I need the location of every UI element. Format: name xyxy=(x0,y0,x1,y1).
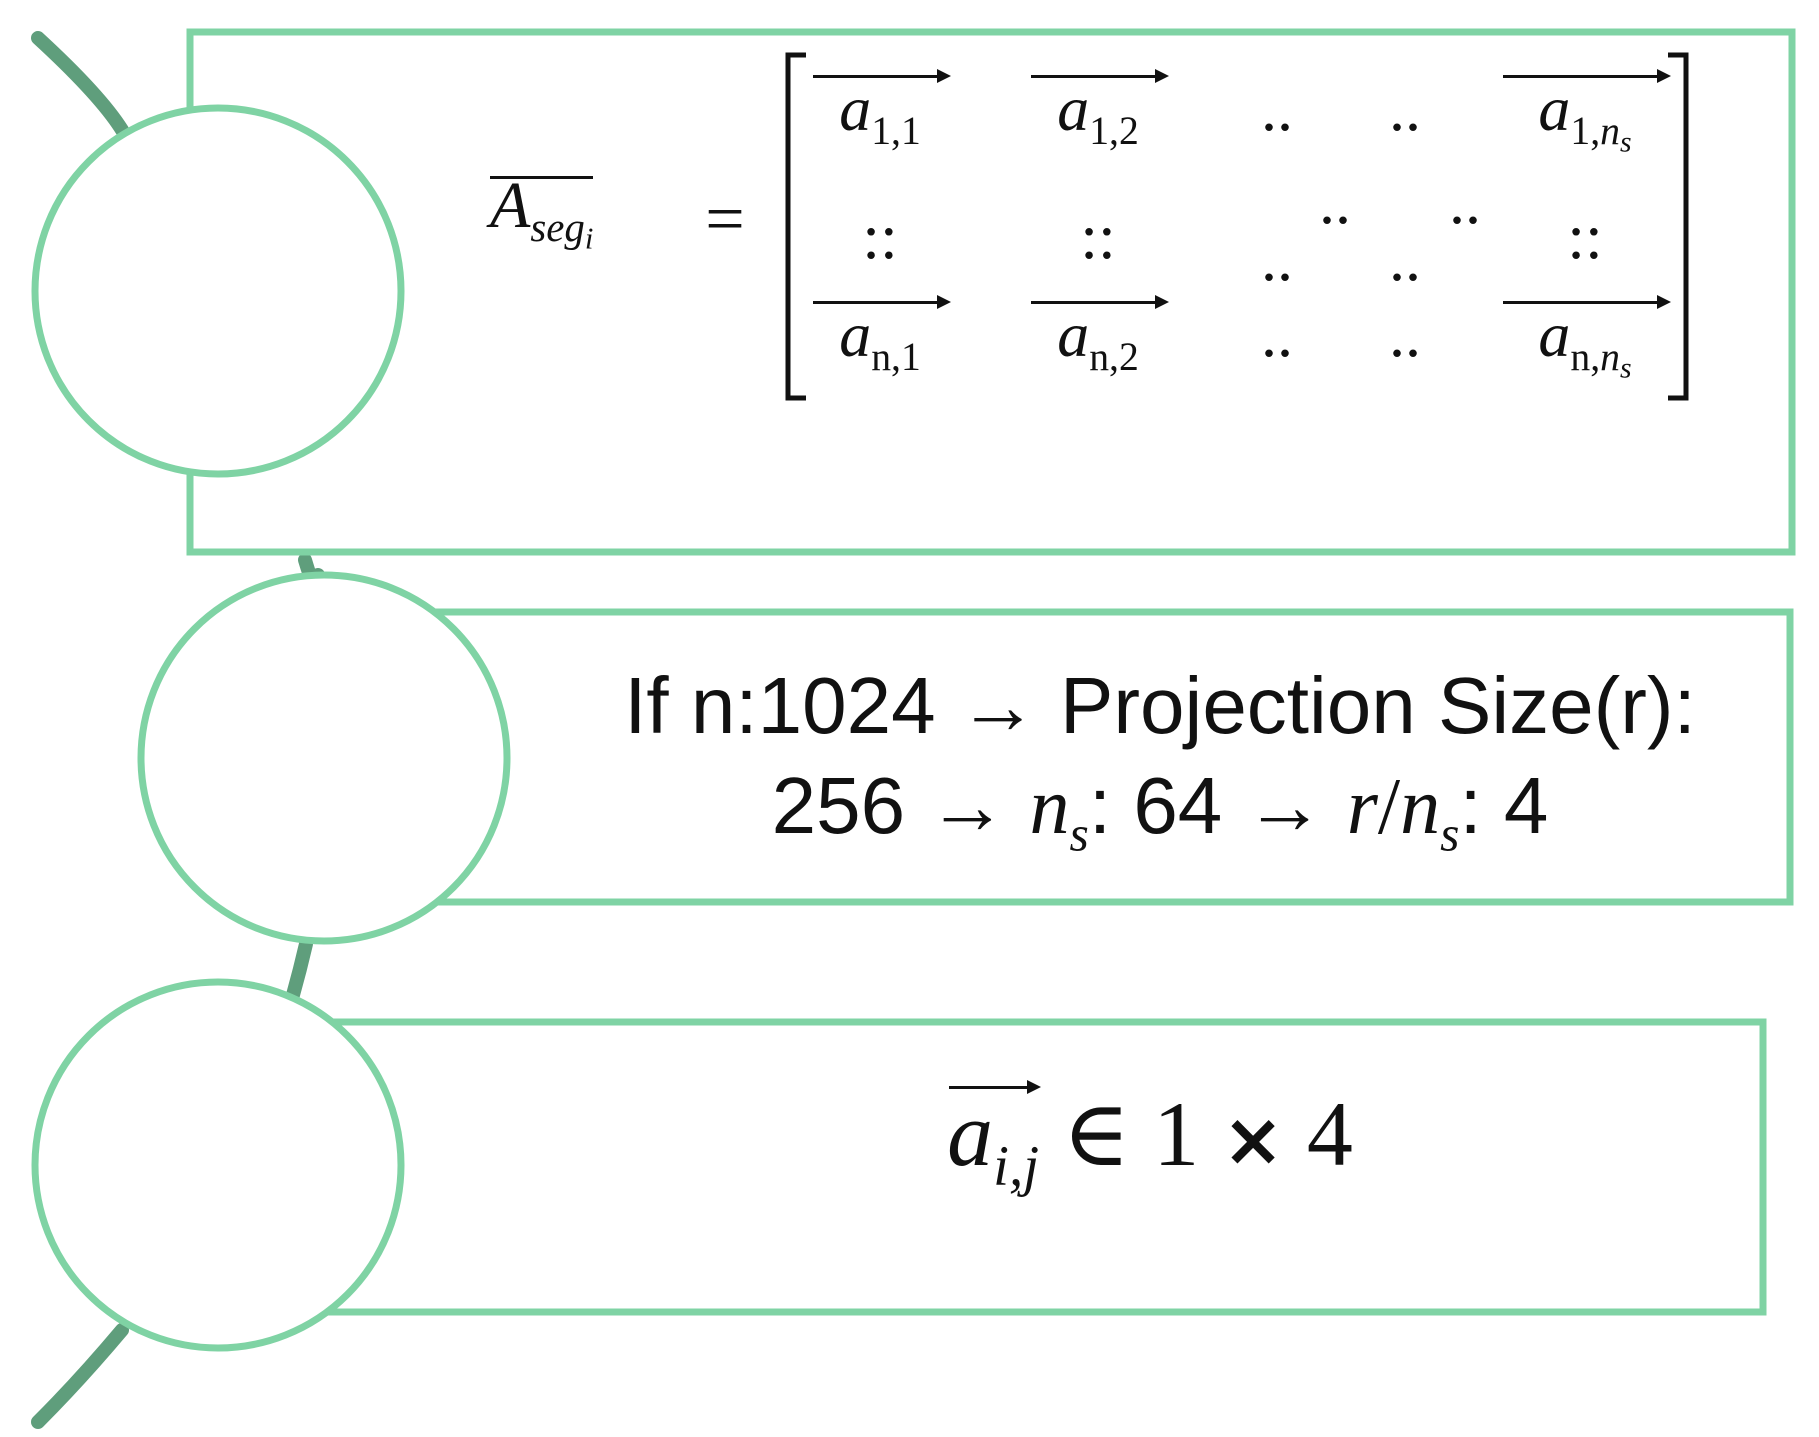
lhs-base: A xyxy=(490,169,531,242)
matrix-row-2-upper: .. .. xyxy=(810,165,1670,237)
box-2 xyxy=(296,608,1794,906)
vector-a-ij: ai,j xyxy=(947,1079,1042,1198)
box1-equals: = xyxy=(705,181,745,258)
colon-1: : xyxy=(1088,761,1112,850)
box-3 xyxy=(296,1018,1767,1316)
cell-2-4: .. xyxy=(1389,223,1421,294)
box2-line-1: If n:1024 → Projection Size(r): xyxy=(540,660,1780,752)
matrix-row-3: an,1 an,2 .. .. an,ns xyxy=(810,295,1671,388)
ratio-symbol: r/ns xyxy=(1346,763,1460,862)
box1-lhs: Asegi xyxy=(490,168,680,288)
cell-2-upper-2: .. xyxy=(1449,166,1481,237)
element-of-symbol: ∈ xyxy=(1062,1083,1131,1185)
matrix-row-2: :: :: .. .. :: xyxy=(810,200,1670,294)
colon-2: : xyxy=(1459,761,1482,850)
cell-1-5: a1,ns xyxy=(1500,69,1671,159)
circle-2 xyxy=(137,571,511,945)
cell-1-4: .. xyxy=(1389,73,1421,144)
circle-1 xyxy=(31,104,405,478)
arrow-icon: → xyxy=(1244,761,1325,850)
dim-rows: 1 xyxy=(1153,1083,1200,1185)
cell-3-1: an,1 xyxy=(810,295,952,380)
connector-curve-top xyxy=(31,31,129,137)
lhs-overbar: Asegi xyxy=(490,168,594,257)
dim-cols: 4 xyxy=(1306,1083,1353,1185)
ns-symbol: ns xyxy=(1029,763,1089,862)
cell-2-5: :: xyxy=(1567,201,1603,272)
times-symbol: × xyxy=(1222,1098,1284,1183)
arrow-icon: → xyxy=(957,661,1038,750)
cell-2-2: :: xyxy=(1080,201,1116,272)
cell-1-3: .. xyxy=(1261,73,1293,144)
matrix-left-bracket xyxy=(785,52,806,401)
cell-2-upper-1: .. xyxy=(1319,166,1351,237)
cell-2-3: .. xyxy=(1261,223,1293,294)
cell-3-3: .. xyxy=(1261,299,1293,370)
connector-curve-bottom xyxy=(31,1323,129,1429)
lhs-sub: seg xyxy=(530,205,585,251)
circle-3 xyxy=(31,978,405,1352)
cell-3-2: an,2 xyxy=(1028,295,1170,380)
lhs-subsub: i xyxy=(584,221,594,256)
cell-1-2: a1,2 xyxy=(1028,69,1170,154)
cell-3-5: an,ns xyxy=(1500,295,1671,385)
box2-part-b: Projection Size(r): xyxy=(1060,661,1696,750)
arrow-icon: → xyxy=(927,761,1008,850)
box-1 xyxy=(186,28,1796,556)
cell-2-1: :: xyxy=(862,201,898,272)
matrix-right-bracket xyxy=(1668,52,1689,401)
box3-formula: ai,j ∈ 1 × 4 xyxy=(540,1079,1760,1199)
value-256: 256 xyxy=(771,761,906,850)
connector-curve-mid2 xyxy=(286,937,313,1002)
cell-3-4: .. xyxy=(1389,299,1421,370)
value-64: 64 xyxy=(1133,761,1223,850)
cell-1-1: a1,1 xyxy=(810,69,952,154)
box2-part-a: If n:1024 xyxy=(624,661,936,750)
value-4: 4 xyxy=(1503,761,1549,850)
matrix-row-1: a1,1 a1,2 .. .. a1,ns xyxy=(810,69,1671,162)
box2-line-2: 256 → ns: 64 → r/ns: 4 xyxy=(540,760,1780,862)
